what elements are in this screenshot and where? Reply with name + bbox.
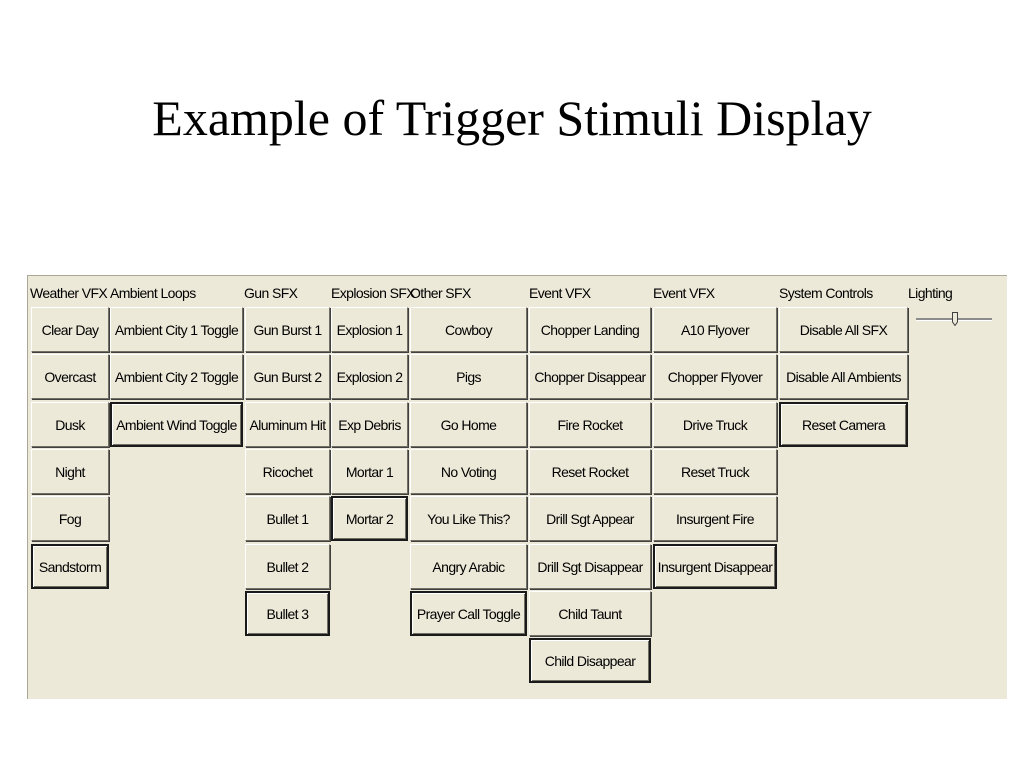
- trigger-button-dusk[interactable]: Dusk: [31, 402, 109, 447]
- trigger-button-go-home[interactable]: Go Home: [410, 402, 527, 447]
- trigger-button-no-voting[interactable]: No Voting: [410, 449, 527, 494]
- trigger-button-insurgent-fire[interactable]: Insurgent Fire: [653, 496, 777, 541]
- trigger-button-aluminum-hit[interactable]: Aluminum Hit: [245, 402, 330, 447]
- trigger-button-overcast[interactable]: Overcast: [31, 354, 109, 399]
- trigger-button-reset-camera[interactable]: Reset Camera: [779, 402, 908, 447]
- trigger-button-chopper-landing[interactable]: Chopper Landing: [529, 307, 651, 352]
- column-header: Event VFX: [529, 285, 591, 301]
- trigger-button-gun-burst-2[interactable]: Gun Burst 2: [245, 354, 330, 399]
- column-header: Weather VFX: [30, 285, 108, 301]
- trigger-button-gun-burst-1[interactable]: Gun Burst 1: [245, 307, 330, 352]
- trigger-button-disable-all-sfx[interactable]: Disable All SFX: [779, 307, 908, 352]
- column-header: Event VFX: [653, 285, 715, 301]
- column-header: Lighting: [908, 285, 953, 301]
- trigger-button-mortar-2[interactable]: Mortar 2: [331, 496, 408, 541]
- trigger-button-ambient-wind-toggle[interactable]: Ambient Wind Toggle: [110, 402, 243, 447]
- trigger-button-explosion-2[interactable]: Explosion 2: [331, 354, 408, 399]
- trigger-button-a10-flyover[interactable]: A10 Flyover: [653, 307, 777, 352]
- column-header: System Controls: [779, 285, 873, 301]
- trigger-button-bullet-1[interactable]: Bullet 1: [245, 496, 330, 541]
- trigger-button-chopper-flyover[interactable]: Chopper Flyover: [653, 354, 777, 399]
- page-title: Example of Trigger Stimuli Display: [152, 90, 872, 146]
- trigger-button-drill-sgt-disappear[interactable]: Drill Sgt Disappear: [529, 544, 651, 589]
- trigger-button-exp-debris[interactable]: Exp Debris: [331, 402, 408, 447]
- trigger-button-angry-arabic[interactable]: Angry Arabic: [410, 544, 527, 589]
- column-header: Other SFX: [410, 285, 471, 301]
- trigger-button-child-disappear[interactable]: Child Disappear: [529, 638, 651, 683]
- trigger-button-bullet-2[interactable]: Bullet 2: [245, 544, 330, 589]
- column-header: Explosion SFX: [331, 285, 416, 301]
- lighting-slider[interactable]: [916, 312, 992, 326]
- trigger-button-cowboy[interactable]: Cowboy: [410, 307, 527, 352]
- trigger-button-ambient-city-2-toggle[interactable]: Ambient City 2 Toggle: [110, 354, 243, 399]
- trigger-button-child-taunt[interactable]: Child Taunt: [529, 591, 651, 636]
- trigger-button-disable-all-ambients[interactable]: Disable All Ambients: [779, 354, 908, 399]
- trigger-button-clear-day[interactable]: Clear Day: [31, 307, 109, 352]
- trigger-button-drill-sgt-appear[interactable]: Drill Sgt Appear: [529, 496, 651, 541]
- trigger-button-you-like-this[interactable]: You Like This?: [410, 496, 527, 541]
- column-header: Gun SFX: [244, 285, 298, 301]
- trigger-button-sandstorm[interactable]: Sandstorm: [31, 544, 109, 589]
- trigger-button-fog[interactable]: Fog: [31, 496, 109, 541]
- trigger-button-mortar-1[interactable]: Mortar 1: [331, 449, 408, 494]
- trigger-button-prayer-call-toggle[interactable]: Prayer Call Toggle: [410, 591, 527, 636]
- trigger-button-chopper-disappear[interactable]: Chopper Disappear: [529, 354, 651, 399]
- trigger-button-explosion-1[interactable]: Explosion 1: [331, 307, 408, 352]
- trigger-button-ricochet[interactable]: Ricochet: [245, 449, 330, 494]
- trigger-button-drive-truck[interactable]: Drive Truck: [653, 402, 777, 447]
- trigger-button-insurgent-disappear[interactable]: Insurgent Disappear: [653, 544, 777, 589]
- trigger-button-night[interactable]: Night: [31, 449, 109, 494]
- trigger-button-ambient-city-1-toggle[interactable]: Ambient City 1 Toggle: [110, 307, 243, 352]
- trigger-button-fire-rocket[interactable]: Fire Rocket: [529, 402, 651, 447]
- column-header: Ambient Loops: [110, 285, 196, 301]
- trigger-button-reset-rocket[interactable]: Reset Rocket: [529, 449, 651, 494]
- slider-thumb[interactable]: [952, 312, 958, 326]
- trigger-button-bullet-3[interactable]: Bullet 3: [245, 591, 330, 636]
- trigger-button-pigs[interactable]: Pigs: [410, 354, 527, 399]
- trigger-button-reset-truck[interactable]: Reset Truck: [653, 449, 777, 494]
